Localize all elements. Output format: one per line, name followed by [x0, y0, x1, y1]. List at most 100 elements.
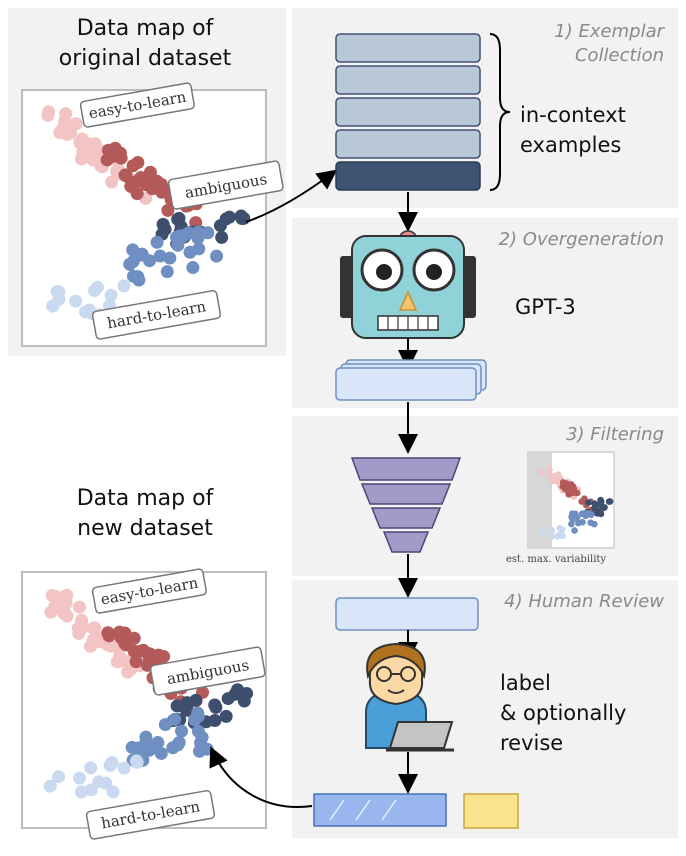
generated-cards	[335, 359, 487, 401]
scatter-dot	[546, 465, 553, 473]
step-review-label: 4) Human Review	[504, 591, 664, 612]
scatter-dot	[44, 605, 58, 619]
scatter-dot	[538, 468, 545, 476]
scatter-dot	[126, 255, 140, 269]
scatter-dot	[72, 627, 86, 641]
review-card	[335, 597, 479, 631]
scatter-dot	[131, 156, 145, 170]
scatter-dot	[549, 474, 556, 481]
scatter-dot	[73, 136, 87, 150]
scatter-dot	[584, 499, 592, 506]
scatter-dot	[598, 503, 605, 510]
variability-mini-chart	[527, 451, 615, 549]
scatter-dot	[559, 532, 566, 539]
scatter-dot	[129, 175, 143, 189]
scatter-dot	[118, 168, 132, 182]
scatter-dot	[105, 175, 119, 189]
scatter-dot	[172, 735, 186, 749]
scatter-dot	[575, 519, 582, 527]
scatter-dot	[163, 251, 177, 265]
scatter-dot	[152, 652, 166, 666]
scatter-dot	[43, 779, 57, 793]
scatter-dot	[180, 700, 194, 714]
scatter-dot	[106, 785, 120, 799]
scatter-dot	[113, 625, 127, 639]
scatter-dot	[240, 686, 254, 700]
scatter-dot	[117, 279, 131, 293]
brace	[489, 33, 511, 191]
scatter-dot	[61, 123, 75, 137]
scatter-dot	[182, 226, 196, 240]
scatter-dot	[192, 242, 206, 256]
scatter-dot	[125, 740, 139, 754]
scatter-dot	[105, 756, 119, 770]
scatter-dot	[168, 712, 182, 726]
scatter-dot	[574, 513, 581, 521]
scatter-dot	[107, 149, 121, 163]
scatter-dot	[140, 736, 154, 750]
scatter-dot	[171, 238, 185, 252]
person-laptop-icon	[365, 642, 454, 752]
scatter-dot	[556, 524, 564, 532]
scatter-dot	[578, 498, 585, 505]
scatter-dot	[191, 706, 205, 720]
scatter-dot	[150, 235, 164, 249]
scatter-dot	[59, 107, 73, 121]
scatter-dot	[592, 501, 600, 509]
scatter-dot	[186, 261, 200, 275]
scatter-dot	[571, 527, 578, 534]
scatter-dot	[48, 589, 62, 603]
scatter-dot	[135, 247, 149, 261]
example-stack	[335, 33, 481, 191]
scatter-dot	[175, 724, 189, 738]
scatter-dot	[86, 633, 100, 647]
scatter-dot	[130, 187, 144, 201]
scatter-dot	[127, 631, 141, 645]
scatter-dot	[84, 761, 98, 775]
scatter-dot	[222, 210, 236, 224]
arrow-icon	[209, 746, 313, 808]
scatter-dot	[209, 700, 223, 714]
scatter-dot	[548, 527, 556, 535]
step-filtering-label: 3) Filtering	[566, 424, 664, 445]
scatter-dot	[82, 137, 96, 151]
scatter-dot	[139, 178, 153, 192]
scatter-dot	[158, 718, 172, 732]
scatter-dot	[92, 144, 106, 158]
funnel-icon	[350, 457, 462, 553]
scatter-dot	[88, 621, 102, 635]
scatter-dot	[74, 785, 88, 799]
scatter-dot	[129, 754, 143, 768]
scatter-dot	[41, 108, 55, 122]
scatter-dot	[153, 249, 167, 263]
scatter-dot	[117, 761, 131, 775]
arrow-icon	[245, 169, 338, 223]
scatter-dot	[170, 699, 184, 713]
scatter-dot	[154, 746, 168, 760]
scatter-dot	[52, 285, 66, 299]
scatter-dot	[127, 644, 141, 658]
scatter-dot	[578, 510, 586, 517]
scatter-dot	[69, 294, 83, 308]
scatter-dot	[194, 736, 208, 750]
robot-icon	[340, 230, 476, 339]
scatter-dot	[219, 709, 233, 723]
scatter-dot	[156, 217, 170, 231]
scatter-dot	[150, 174, 164, 188]
scatter-dot	[160, 265, 174, 279]
scatter-dot	[88, 284, 102, 298]
scatter-dot	[208, 714, 222, 728]
scatter-dot	[215, 230, 229, 244]
scatter-dot	[104, 288, 118, 302]
label-ambiguous-new: ambiguous	[149, 646, 266, 696]
scatter-dot	[60, 588, 74, 602]
scatter-dot	[565, 491, 573, 498]
gpt3-label: GPT-3	[515, 295, 576, 319]
scatter-dot	[78, 150, 92, 164]
scatter-dot	[606, 498, 614, 505]
